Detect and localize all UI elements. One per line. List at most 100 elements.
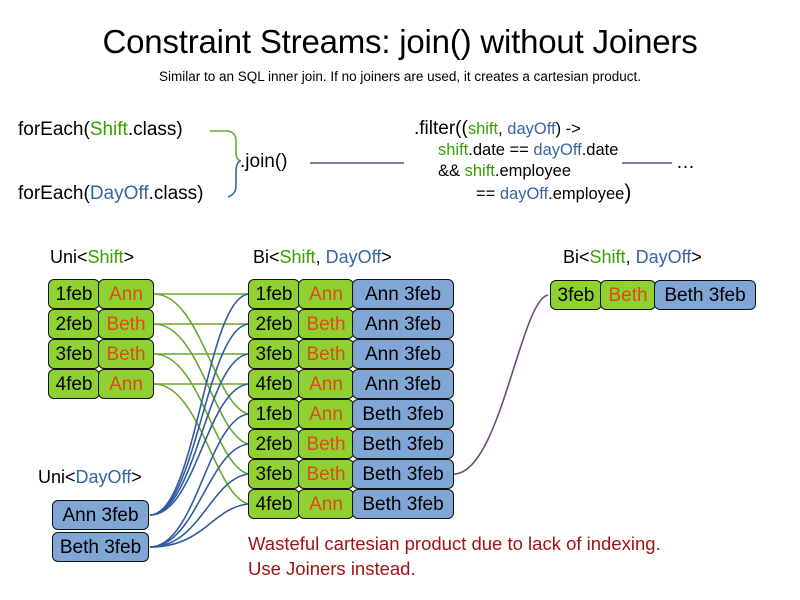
- foreach-shift-type: Shift: [89, 119, 128, 140]
- bi-filtered-prefix: Bi<: [563, 247, 590, 267]
- table-row[interactable]: 4feb Ann Ann 3feb: [248, 369, 454, 399]
- filter-l4-field: .employee: [548, 185, 625, 203]
- table-row[interactable]: 4feb Ann Beth 3feb: [248, 489, 454, 519]
- list-item[interactable]: Beth 3feb: [52, 532, 149, 562]
- uni-dayoff-suffix: >: [131, 467, 142, 487]
- filter-l2-shift: shift: [438, 141, 469, 159]
- filter-l3-field: .employee: [494, 162, 572, 180]
- bi-filtered-type-dayoff: DayOff: [635, 247, 692, 267]
- cell-shift-employee: Beth: [98, 309, 154, 339]
- filter-line-2: shift.date == dayOff.date: [414, 140, 631, 161]
- cell-shift-employee: Beth: [298, 429, 354, 459]
- column-header-bi-joined: Bi<Shift, DayOff>: [253, 246, 392, 268]
- filter-param-dayoff: dayOff: [507, 120, 556, 138]
- table-row[interactable]: 3feb Beth Beth 3feb: [248, 459, 454, 489]
- cell-dayoff: Beth 3feb: [52, 532, 149, 562]
- uni-dayoff-prefix: Uni<: [38, 467, 76, 487]
- bi-joined-type-dayoff: DayOff: [325, 247, 382, 267]
- cell-shift-employee: Beth: [298, 459, 354, 489]
- uni-dayoff-type: DayOff: [75, 467, 132, 487]
- uni-shift-suffix: >: [123, 247, 135, 267]
- page-title: Constraint Streams: join() without Joine…: [102, 23, 698, 60]
- cell-dayoff: Beth 3feb: [352, 459, 454, 489]
- column-header-uni-dayoff: Uni<DayOff>: [38, 466, 142, 488]
- table-row[interactable]: 1feb Ann Ann 3feb: [248, 279, 454, 309]
- filter-line-3: && shift.employee: [414, 161, 631, 182]
- cell-shift-date: 1feb: [48, 279, 100, 309]
- bi-joined-prefix: Bi<: [253, 247, 280, 267]
- table-row[interactable]: 3feb Beth Ann 3feb: [248, 339, 454, 369]
- cell-shift-date: 3feb: [248, 459, 300, 489]
- cell-dayoff: Ann 3feb: [352, 369, 454, 399]
- cell-shift-employee: Ann: [298, 399, 354, 429]
- bi-filtered-suffix: >: [691, 247, 702, 267]
- table-row[interactable]: 4feb Ann: [48, 369, 154, 399]
- warning-line-1: Wasteful cartesian product due to lack o…: [248, 533, 661, 554]
- code-filter-block: .filter((shift, dayOff) -> shift.date ==…: [414, 118, 631, 205]
- cell-dayoff: Beth 3feb: [352, 399, 454, 429]
- filter-l2-op: .date ==: [468, 141, 534, 159]
- cell-dayoff: Ann 3feb: [52, 500, 149, 530]
- bi-joined-comma: ,: [315, 247, 326, 267]
- cell-shift-employee: Ann: [98, 279, 154, 309]
- cell-shift-date: 2feb: [248, 309, 300, 339]
- bi-joined-suffix: >: [381, 247, 392, 267]
- filter-l2-field: .date: [581, 141, 619, 159]
- shift-to-join-links: [153, 293, 249, 505]
- uni-shift-prefix: Uni<: [50, 247, 88, 267]
- cell-shift-date: 4feb: [248, 369, 300, 399]
- code-foreach-shift: forEach(Shift.class): [18, 118, 183, 142]
- bi-joined-type-shift: Shift: [279, 247, 316, 267]
- cell-shift-date: 1feb: [248, 279, 300, 309]
- cell-dayoff: Ann 3feb: [352, 309, 454, 339]
- cell-shift-employee: Beth: [98, 339, 154, 369]
- cell-shift-employee: Beth: [600, 280, 656, 310]
- table-row[interactable]: 3feb Beth Beth 3feb: [550, 280, 756, 310]
- uni-shift-type: Shift: [87, 247, 124, 267]
- cell-dayoff: Beth 3feb: [654, 280, 756, 310]
- cell-shift-employee: Beth: [298, 309, 354, 339]
- join-method-label: .join(): [240, 151, 288, 172]
- join-to-filtered-link: [451, 294, 549, 475]
- cell-shift-employee: Ann: [98, 369, 154, 399]
- cell-shift-employee: Beth: [298, 339, 354, 369]
- column-header-bi-filtered: Bi<Shift, DayOff>: [563, 246, 702, 268]
- cell-shift-date: 4feb: [248, 489, 300, 519]
- code-foreach-dayoff: forEach(DayOff.class): [18, 182, 204, 206]
- table-row[interactable]: 1feb Ann Beth 3feb: [248, 399, 454, 429]
- warning-message: Wasteful cartesian product due to lack o…: [248, 531, 661, 581]
- table-row[interactable]: 3feb Beth: [48, 339, 154, 369]
- warning-line-2: Use Joiners instead.: [248, 558, 416, 579]
- foreach-shift-suffix: .class): [127, 119, 183, 140]
- table-row[interactable]: 2feb Beth Beth 3feb: [248, 429, 454, 459]
- bi-filtered-type-shift: Shift: [589, 247, 626, 267]
- cell-shift-date: 3feb: [248, 339, 300, 369]
- filter-line-1: .filter((shift, dayOff) ->: [414, 118, 631, 140]
- filter-l4-op: ==: [476, 185, 500, 203]
- cell-shift-employee: Ann: [298, 489, 354, 519]
- table-row[interactable]: 2feb Beth: [48, 309, 154, 339]
- filter-l3-shift: shift: [464, 162, 495, 180]
- cell-shift-date: 3feb: [550, 280, 602, 310]
- foreach-dayoff-prefix: forEach(: [18, 183, 90, 204]
- filter-l4-dayoff: dayOff: [499, 185, 549, 203]
- ellipsis-label: …: [676, 152, 696, 173]
- cell-shift-date: 4feb: [48, 369, 100, 399]
- table-row[interactable]: 2feb Beth Ann 3feb: [248, 309, 454, 339]
- filter-l2-dayoff: dayOff: [533, 141, 582, 159]
- column-header-uni-shift: Uni<Shift>: [50, 246, 134, 268]
- join-brace: [210, 130, 242, 162]
- table-row[interactable]: 1feb Ann: [48, 279, 154, 309]
- cell-shift-employee: Ann: [298, 279, 354, 309]
- foreach-dayoff-suffix: .class): [148, 183, 204, 204]
- cell-dayoff: Ann 3feb: [352, 339, 454, 369]
- filter-close-paren: ): [624, 181, 632, 204]
- filter-prefix: .filter((: [414, 118, 468, 139]
- list-item[interactable]: Ann 3feb: [52, 500, 149, 530]
- filter-param-shift: shift: [467, 120, 499, 138]
- filter-comma: ,: [498, 120, 508, 138]
- bi-filtered-comma: ,: [625, 247, 636, 267]
- cell-shift-date: 1feb: [248, 399, 300, 429]
- dayoff-to-join-links: [149, 293, 249, 548]
